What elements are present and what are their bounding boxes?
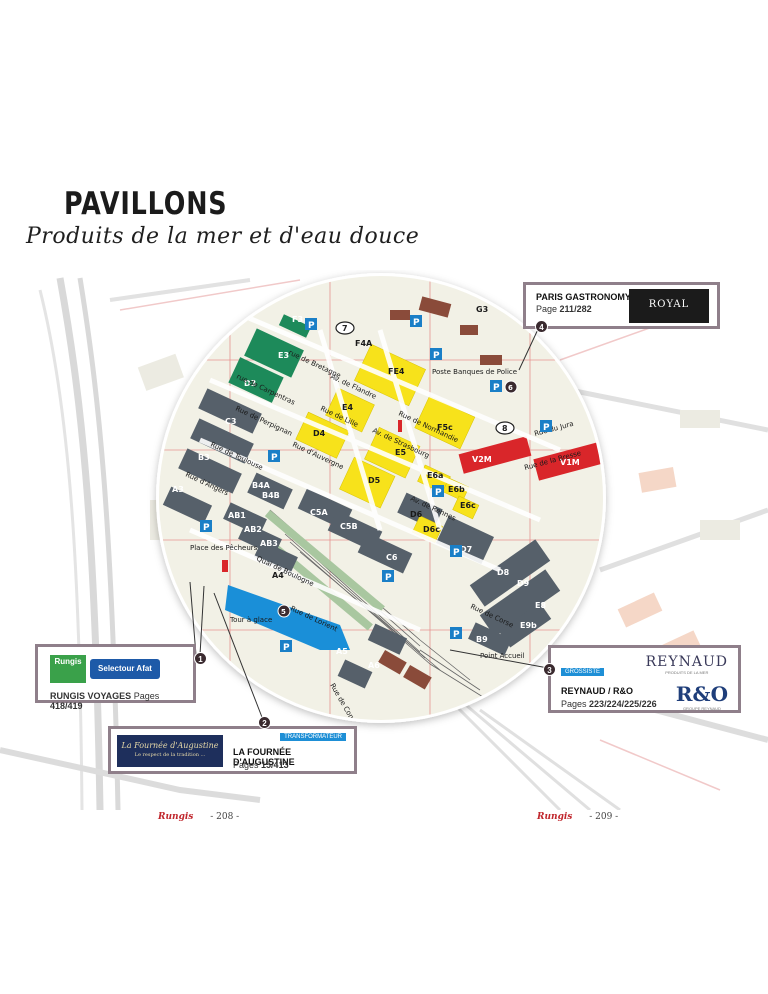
svg-text:P: P [385, 573, 392, 583]
rungis-footer-logo: Rungis [158, 812, 194, 822]
svg-text:A3: A3 [172, 485, 184, 494]
svg-text:V1M: V1M [560, 458, 580, 467]
svg-text:6: 6 [508, 384, 513, 392]
svg-text:E6b: E6b [448, 485, 465, 494]
exhibitor-pages: Pages 15/413 [233, 760, 289, 770]
point-accueil-label: Point Accueil [480, 652, 525, 660]
svg-text:D7: D7 [460, 545, 472, 554]
map-svg: F3 F4A FE4 F5c E3 D3 E4 D4 E5 D5 E6a E6b… [0, 270, 768, 810]
svg-text:P: P [543, 423, 550, 433]
svg-text:7: 7 [342, 324, 348, 333]
card-paris-gastronomy[interactable]: PARIS GASTRONOMY Page 211/282 ROYAL OYST… [523, 282, 720, 342]
svg-text:D5: D5 [368, 476, 381, 485]
market-map[interactable]: F3 F4A FE4 F5c E3 D3 E4 D4 E5 D5 E6a E6b… [0, 270, 768, 810]
footer-right: Rungis - 209 - [537, 812, 618, 822]
fournee-logo: La Fournée d'Augustine Le respect de la … [117, 735, 223, 767]
svg-text:P: P [283, 643, 290, 653]
marker-3[interactable]: 3 [543, 663, 556, 676]
svg-text:C3: C3 [225, 417, 236, 426]
svg-text:P: P [413, 318, 420, 328]
svg-text:AB3: AB3 [260, 539, 278, 548]
svg-text:E5: E5 [395, 448, 406, 457]
svg-text:V2M: V2M [472, 455, 492, 464]
rungis-logo: Rungis [50, 655, 86, 683]
card-rungis-voyages[interactable]: Rungis Selectour Afat RUNGIS VOYAGES Pag… [35, 644, 196, 711]
svg-text:D9: D9 [517, 579, 530, 588]
poste-label: Poste Banques de Police [432, 368, 517, 376]
exhibitor-name: LA FOURNÉE D'AUGUSTINE [233, 747, 295, 767]
marker-2[interactable]: 2 [258, 716, 271, 729]
svg-text:F4A: F4A [355, 339, 373, 348]
place-pecheurs-label: Place des Pêcheurs [190, 544, 258, 552]
svg-text:B3: B3 [198, 453, 210, 462]
zoomed-map: F3 F4A FE4 F5c E3 D3 E4 D4 E5 D5 E6a E6b… [159, 276, 603, 720]
marker-4[interactable]: 4 [535, 320, 548, 333]
svg-text:C5A: C5A [310, 508, 328, 517]
svg-text:E4: E4 [342, 403, 353, 412]
rungis-footer-logo: Rungis [537, 812, 573, 822]
svg-text:P: P [308, 321, 315, 331]
svg-text:A6: A6 [368, 661, 380, 670]
page-subtitle: Produits de la mer et d'eau douce [26, 224, 420, 249]
right-page-number: - 209 - [589, 812, 619, 822]
svg-text:F5c: F5c [437, 423, 453, 432]
selectour-logo: Selectour Afat [90, 659, 160, 679]
left-page-number: - 208 - [210, 812, 240, 822]
svg-text:FE4: FE4 [388, 367, 405, 376]
transformateur-badge: TRANSFORMATEUR [280, 733, 346, 741]
tour-glace-label: Tour à glace [229, 616, 272, 624]
svg-text:P: P [433, 351, 440, 361]
svg-text:D3: D3 [244, 379, 256, 388]
grossiste-badge: GROSSISTE [561, 668, 605, 676]
exhibitor-name: PARIS GASTRONOMY [536, 292, 631, 302]
card-reynaud[interactable]: GROSSISTE REYNAUD / R&O Pages 223/224/22… [548, 645, 741, 713]
exhibitor-pages: Page 211/282 [536, 304, 592, 314]
footer-left: Rungis - 208 - [158, 812, 239, 822]
exhibitor-pages: RUNGIS VOYAGES Pages 418/419 [50, 691, 160, 711]
ro-logo: R&O GROUPE REYNAUD [675, 682, 728, 711]
parking-icons: P P P P P P P P P P P P [200, 315, 552, 653]
svg-text:C6: C6 [386, 553, 398, 562]
svg-text:C5B: C5B [340, 522, 358, 531]
svg-text:D8: D8 [497, 568, 510, 577]
svg-text:B9: B9 [476, 635, 488, 644]
svg-text:P: P [493, 383, 500, 393]
card-fournee-augustine[interactable]: La Fournée d'Augustine Le respect de la … [108, 726, 357, 774]
svg-text:E8: E8 [535, 601, 546, 610]
svg-text:B4A: B4A [252, 481, 271, 490]
svg-text:E6a: E6a [427, 471, 443, 480]
svg-text:A5: A5 [336, 647, 348, 656]
svg-text:AB1: AB1 [228, 511, 246, 520]
svg-text:G3: G3 [476, 305, 488, 314]
svg-text:D6: D6 [410, 510, 423, 519]
svg-text:E9b: E9b [520, 621, 537, 630]
svg-text:8: 8 [502, 424, 508, 433]
leader-lines [189, 324, 549, 726]
svg-text:E3: E3 [278, 351, 289, 360]
royal-oyster-logo: ROYAL OYSTER [629, 289, 709, 342]
marker-1[interactable]: 1 [194, 652, 207, 665]
svg-text:P: P [453, 630, 460, 640]
exhibitor-pages: Pages 223/224/225/226 [561, 699, 657, 709]
svg-text:D6c: D6c [423, 525, 440, 534]
svg-text:P: P [435, 488, 442, 498]
exhibitor-name: REYNAUD / R&O [561, 686, 634, 696]
svg-text:P: P [203, 523, 210, 533]
reynaud-logo: REYNAUD PRODUITS DE LA MER [645, 654, 728, 675]
svg-text:F3: F3 [292, 315, 303, 324]
svg-text:P: P [271, 453, 278, 463]
svg-text:B4B: B4B [262, 491, 280, 500]
svg-text:E6c: E6c [460, 501, 476, 510]
svg-text:A4: A4 [272, 571, 284, 580]
page-title: PAVILLONS [64, 186, 228, 222]
svg-text:AB2: AB2 [244, 525, 262, 534]
svg-text:P: P [453, 548, 460, 558]
svg-text:5: 5 [281, 608, 286, 616]
svg-text:D4: D4 [313, 429, 326, 438]
